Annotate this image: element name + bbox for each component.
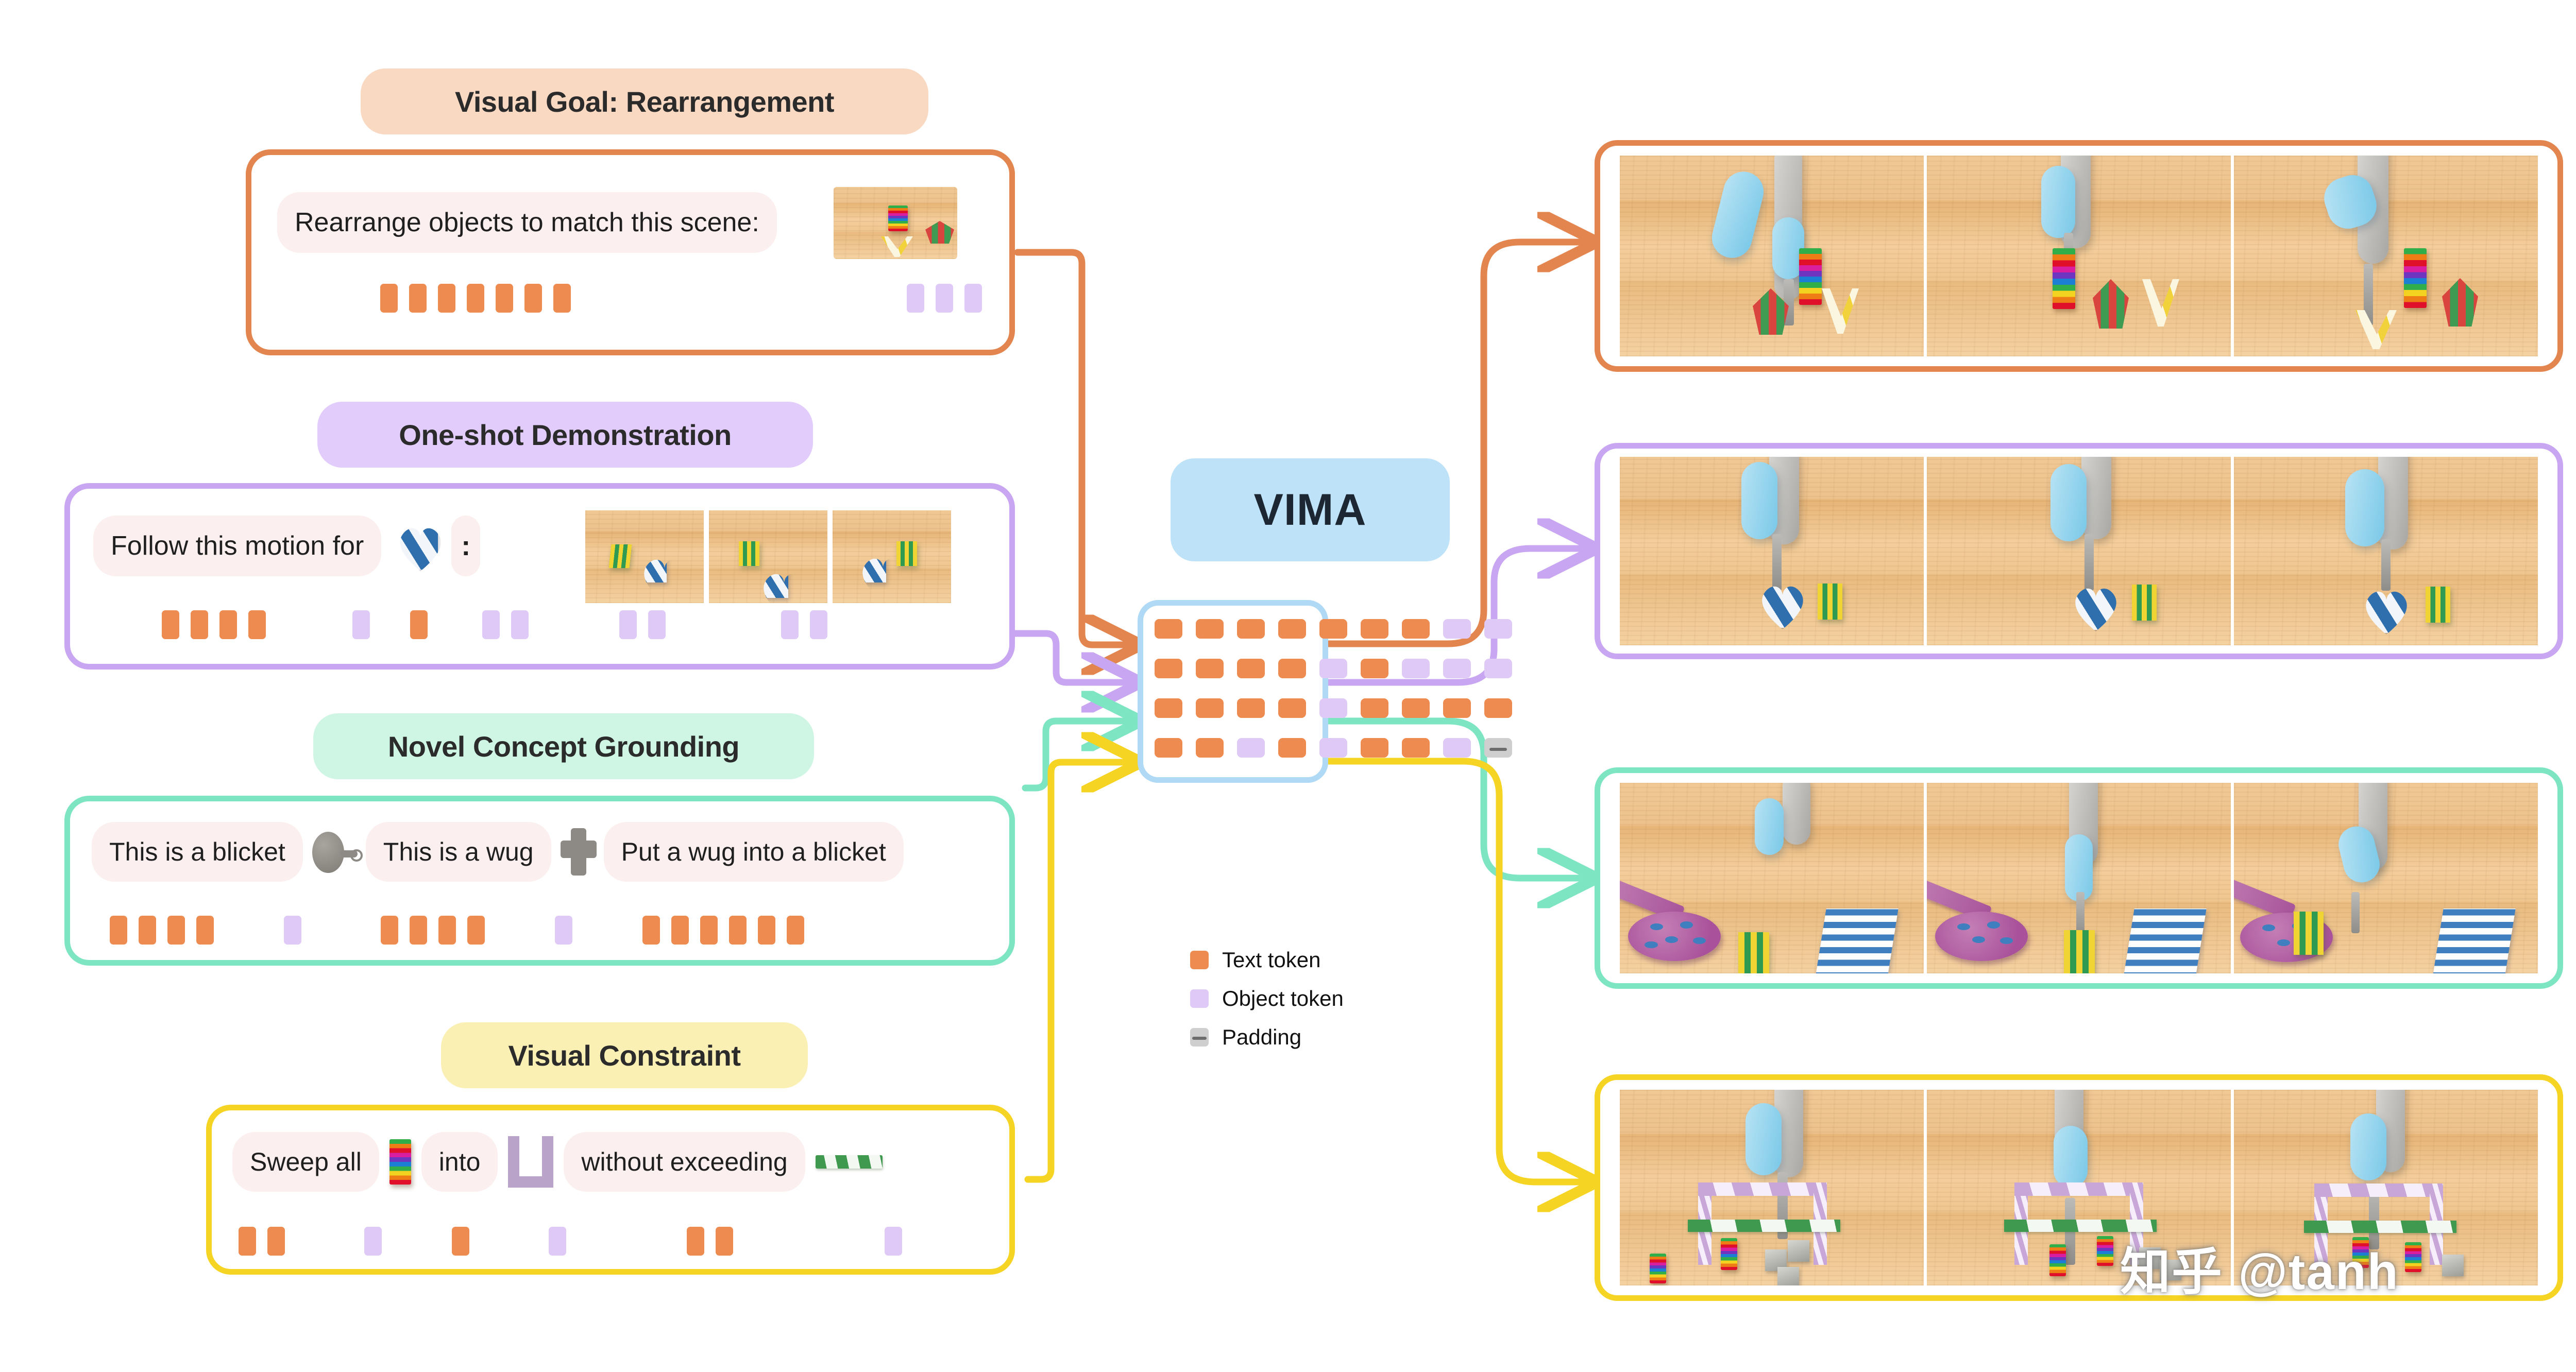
striped-pentagon-icon <box>925 221 954 244</box>
task-header-visual-goal: Visual Goal: Rearrangement <box>361 68 928 134</box>
watermark: 知乎 @tanh <box>2120 1243 2399 1300</box>
connector-out-visual-constraint <box>1315 758 1584 1182</box>
legend-item-padding: Padding <box>1190 1025 1344 1050</box>
task-title: One-shot Demonstration <box>399 418 732 451</box>
connector-novel-concept-in <box>1022 721 1128 792</box>
legend-item-object-token: Object token <box>1190 986 1344 1011</box>
connector-out-visual-goal <box>1315 242 1584 647</box>
result-frame <box>1927 457 2231 645</box>
token-row-visual-constraint <box>239 1227 902 1256</box>
segment-put-a-wug-into-a-blicket: Put a wug into a blicket <box>603 822 904 882</box>
task-title: Visual Constraint <box>508 1039 741 1072</box>
demo-frame-strip <box>585 510 951 603</box>
u-frame-icon <box>508 1136 554 1188</box>
model-name: VIMA <box>1253 485 1367 535</box>
result-frame <box>2234 1090 2538 1285</box>
segment-sweep-all: Sweep all <box>232 1132 379 1192</box>
rainbow-block-icon <box>389 1139 411 1185</box>
prompt-colon: : <box>451 516 481 576</box>
rainbow-block-icon <box>888 205 908 231</box>
task-title: Novel Concept Grounding <box>387 730 740 763</box>
result-frame <box>1927 783 2231 973</box>
legend-label: Text token <box>1222 948 1321 972</box>
prompt-box-one-shot[interactable]: Follow this motion for : <box>64 483 1015 670</box>
prompt-text-rearrange: Rearrange objects to match this scene: <box>277 192 777 253</box>
grey-pan-icon <box>312 830 363 874</box>
token-grid <box>1138 600 1512 783</box>
result-frame <box>1927 156 2231 356</box>
legend-swatch-padding <box>1190 1028 1209 1047</box>
token-grid-row <box>1155 659 1512 678</box>
task-header-novel-concept: Novel Concept Grounding <box>313 713 814 779</box>
connector-visual-goal-in <box>1014 249 1128 645</box>
token-grid-row <box>1155 698 1512 718</box>
legend-swatch-text <box>1190 951 1209 969</box>
prompt-box-visual-goal[interactable]: Rearrange objects to match this scene: <box>246 149 1015 355</box>
segment-this-is-a-wug: This is a wug <box>365 822 551 882</box>
legend-swatch-object <box>1190 989 1209 1008</box>
prompt-box-visual-constraint[interactable]: Sweep all into without exceeding <box>206 1105 1015 1275</box>
token-grid-row <box>1155 738 1512 758</box>
model-badge-vima: VIMA <box>1171 458 1450 561</box>
demo-frame-1 <box>585 510 704 603</box>
result-frame <box>1620 156 1924 356</box>
segment-without-exceeding: without exceeding <box>564 1132 805 1192</box>
result-panel-one-shot <box>1595 443 2563 659</box>
result-frame <box>1620 457 1924 645</box>
result-panel-novel-concept <box>1595 767 2563 989</box>
result-panel-visual-constraint <box>1595 1074 2563 1301</box>
demo-frame-3 <box>833 510 951 603</box>
result-frame <box>2234 783 2538 973</box>
demo-frame-2 <box>709 510 827 603</box>
token-row-novel-concept <box>110 916 804 945</box>
result-frame <box>2234 457 2538 645</box>
token-grid-row <box>1155 619 1512 639</box>
prompt-box-novel-concept[interactable]: This is a blicket This is a wug Put a wu… <box>64 796 1015 966</box>
legend: Text token Object token Padding <box>1190 948 1344 1064</box>
segment-this-is-a-blicket: This is a blicket <box>92 822 303 882</box>
result-frame <box>1620 1090 1924 1285</box>
connector-visual-constraint-in <box>1024 762 1128 1183</box>
result-frame <box>2234 156 2538 356</box>
connector-one-shot-in <box>1009 630 1128 682</box>
task-header-visual-constraint: Visual Constraint <box>441 1022 808 1088</box>
goal-scene-thumbnail <box>834 187 957 259</box>
legend-label: Padding <box>1222 1025 1302 1049</box>
result-frame <box>1927 1090 2231 1285</box>
grey-cross-icon <box>560 828 597 876</box>
legend-label: Object token <box>1222 986 1344 1010</box>
result-panel-visual-goal <box>1595 140 2563 372</box>
legend-item-text-token: Text token <box>1190 948 1344 972</box>
token-row-visual-goal <box>380 284 982 313</box>
task-title: Visual Goal: Rearrangement <box>455 85 835 118</box>
task-header-one-shot: One-shot Demonstration <box>317 402 813 468</box>
striped-heart-icon <box>395 522 438 570</box>
prompt-text-follow-motion: Follow this motion for <box>93 516 382 576</box>
segment-into: into <box>421 1132 498 1192</box>
result-frame <box>1620 783 1924 973</box>
pink-pan-icon <box>1628 912 1721 961</box>
yellow-vee-icon <box>881 236 913 257</box>
green-line-icon <box>815 1155 883 1169</box>
token-row-one-shot <box>162 610 827 639</box>
